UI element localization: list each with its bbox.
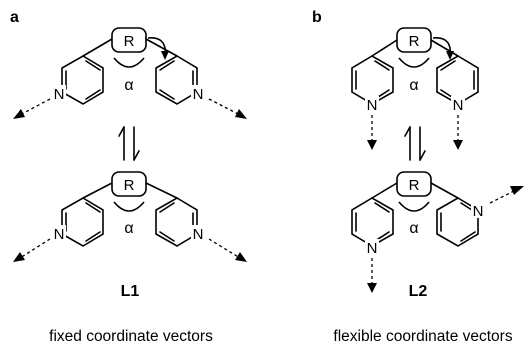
panel-a-caption: fixed coordinate vectors — [49, 328, 213, 345]
panel-b-tag: b — [312, 9, 322, 26]
panel-a-top-angle-arc — [113, 57, 145, 68]
panel-b-bottom-right-vector — [489, 189, 517, 204]
panel-b-equilibrium-arrow — [404, 126, 426, 161]
panel-b-bottom-left-ring: N — [351, 197, 394, 257]
panel-b-top-r-label: R — [409, 33, 420, 50]
panel-a-ligand-label: L1 — [121, 283, 140, 300]
panel-a-top-r-box — [111, 27, 147, 53]
panel-b-bottom-left-nitrogen: N — [367, 240, 378, 257]
panel-a-tag: a — [10, 9, 19, 26]
panel-b-top-angle-arc — [398, 57, 430, 68]
panel-a-top-right-ring: N — [155, 55, 205, 105]
panel-b-bottom-r-label: R — [409, 177, 420, 194]
panel-a-top-left-vector — [19, 98, 51, 116]
panel-a-bottom-right-nitrogen: N — [193, 226, 204, 243]
panel-a: a N R α — [10, 9, 247, 345]
panel-b-bottom-structure: N R α N — [351, 171, 524, 293]
panel-a-bottom-right-vector — [208, 238, 241, 259]
panel-b: b N R α — [312, 9, 524, 345]
panel-a-bottom-angle-arc — [113, 201, 145, 212]
panel-a-bottom-right-ring: N — [155, 197, 205, 247]
panel-b-caption: flexible coordinate vectors — [333, 328, 512, 345]
panel-b-ligand-label: L2 — [409, 283, 428, 300]
panel-a-bottom-structure: N R α N — [13, 171, 247, 262]
panel-b-top-alpha: α — [409, 77, 418, 94]
panel-b-bottom-angle-arc — [398, 201, 430, 212]
panel-a-top-structure: N R α N — [13, 27, 247, 119]
panel-b-bottom-alpha: α — [409, 220, 418, 237]
panel-a-equilibrium-arrow — [118, 126, 140, 161]
panel-a-bottom-alpha: α — [124, 220, 133, 237]
panel-b-bottom-right-ring: N — [436, 197, 485, 247]
panel-a-top-right-vector — [208, 98, 241, 116]
panel-b-top-left-ring: N — [351, 55, 394, 114]
panel-b-top-right-nitrogen: N — [453, 97, 464, 114]
panel-a-top-r-label: R — [124, 33, 135, 50]
panel-a-bottom-left-vector — [19, 238, 51, 259]
panel-a-top-right-nitrogen: N — [193, 86, 204, 103]
panel-a-bottom-r-box — [111, 171, 147, 197]
panel-a-bottom-r-label: R — [124, 177, 135, 194]
panel-a-top-left-ring: N — [52, 55, 104, 105]
panel-b-bottom-r-box — [396, 171, 432, 197]
panel-a-top-alpha: α — [124, 77, 133, 94]
panel-b-top-left-nitrogen: N — [367, 97, 378, 114]
panel-a-top-left-nitrogen: N — [54, 86, 65, 103]
panel-a-bottom-left-nitrogen: N — [54, 226, 65, 243]
panel-b-top-right-ring: N — [436, 55, 479, 114]
panel-b-top-structure: N R α N — [351, 27, 479, 150]
panel-b-bottom-right-nitrogen: N — [473, 203, 484, 220]
panel-a-bottom-left-ring: N — [52, 197, 104, 247]
